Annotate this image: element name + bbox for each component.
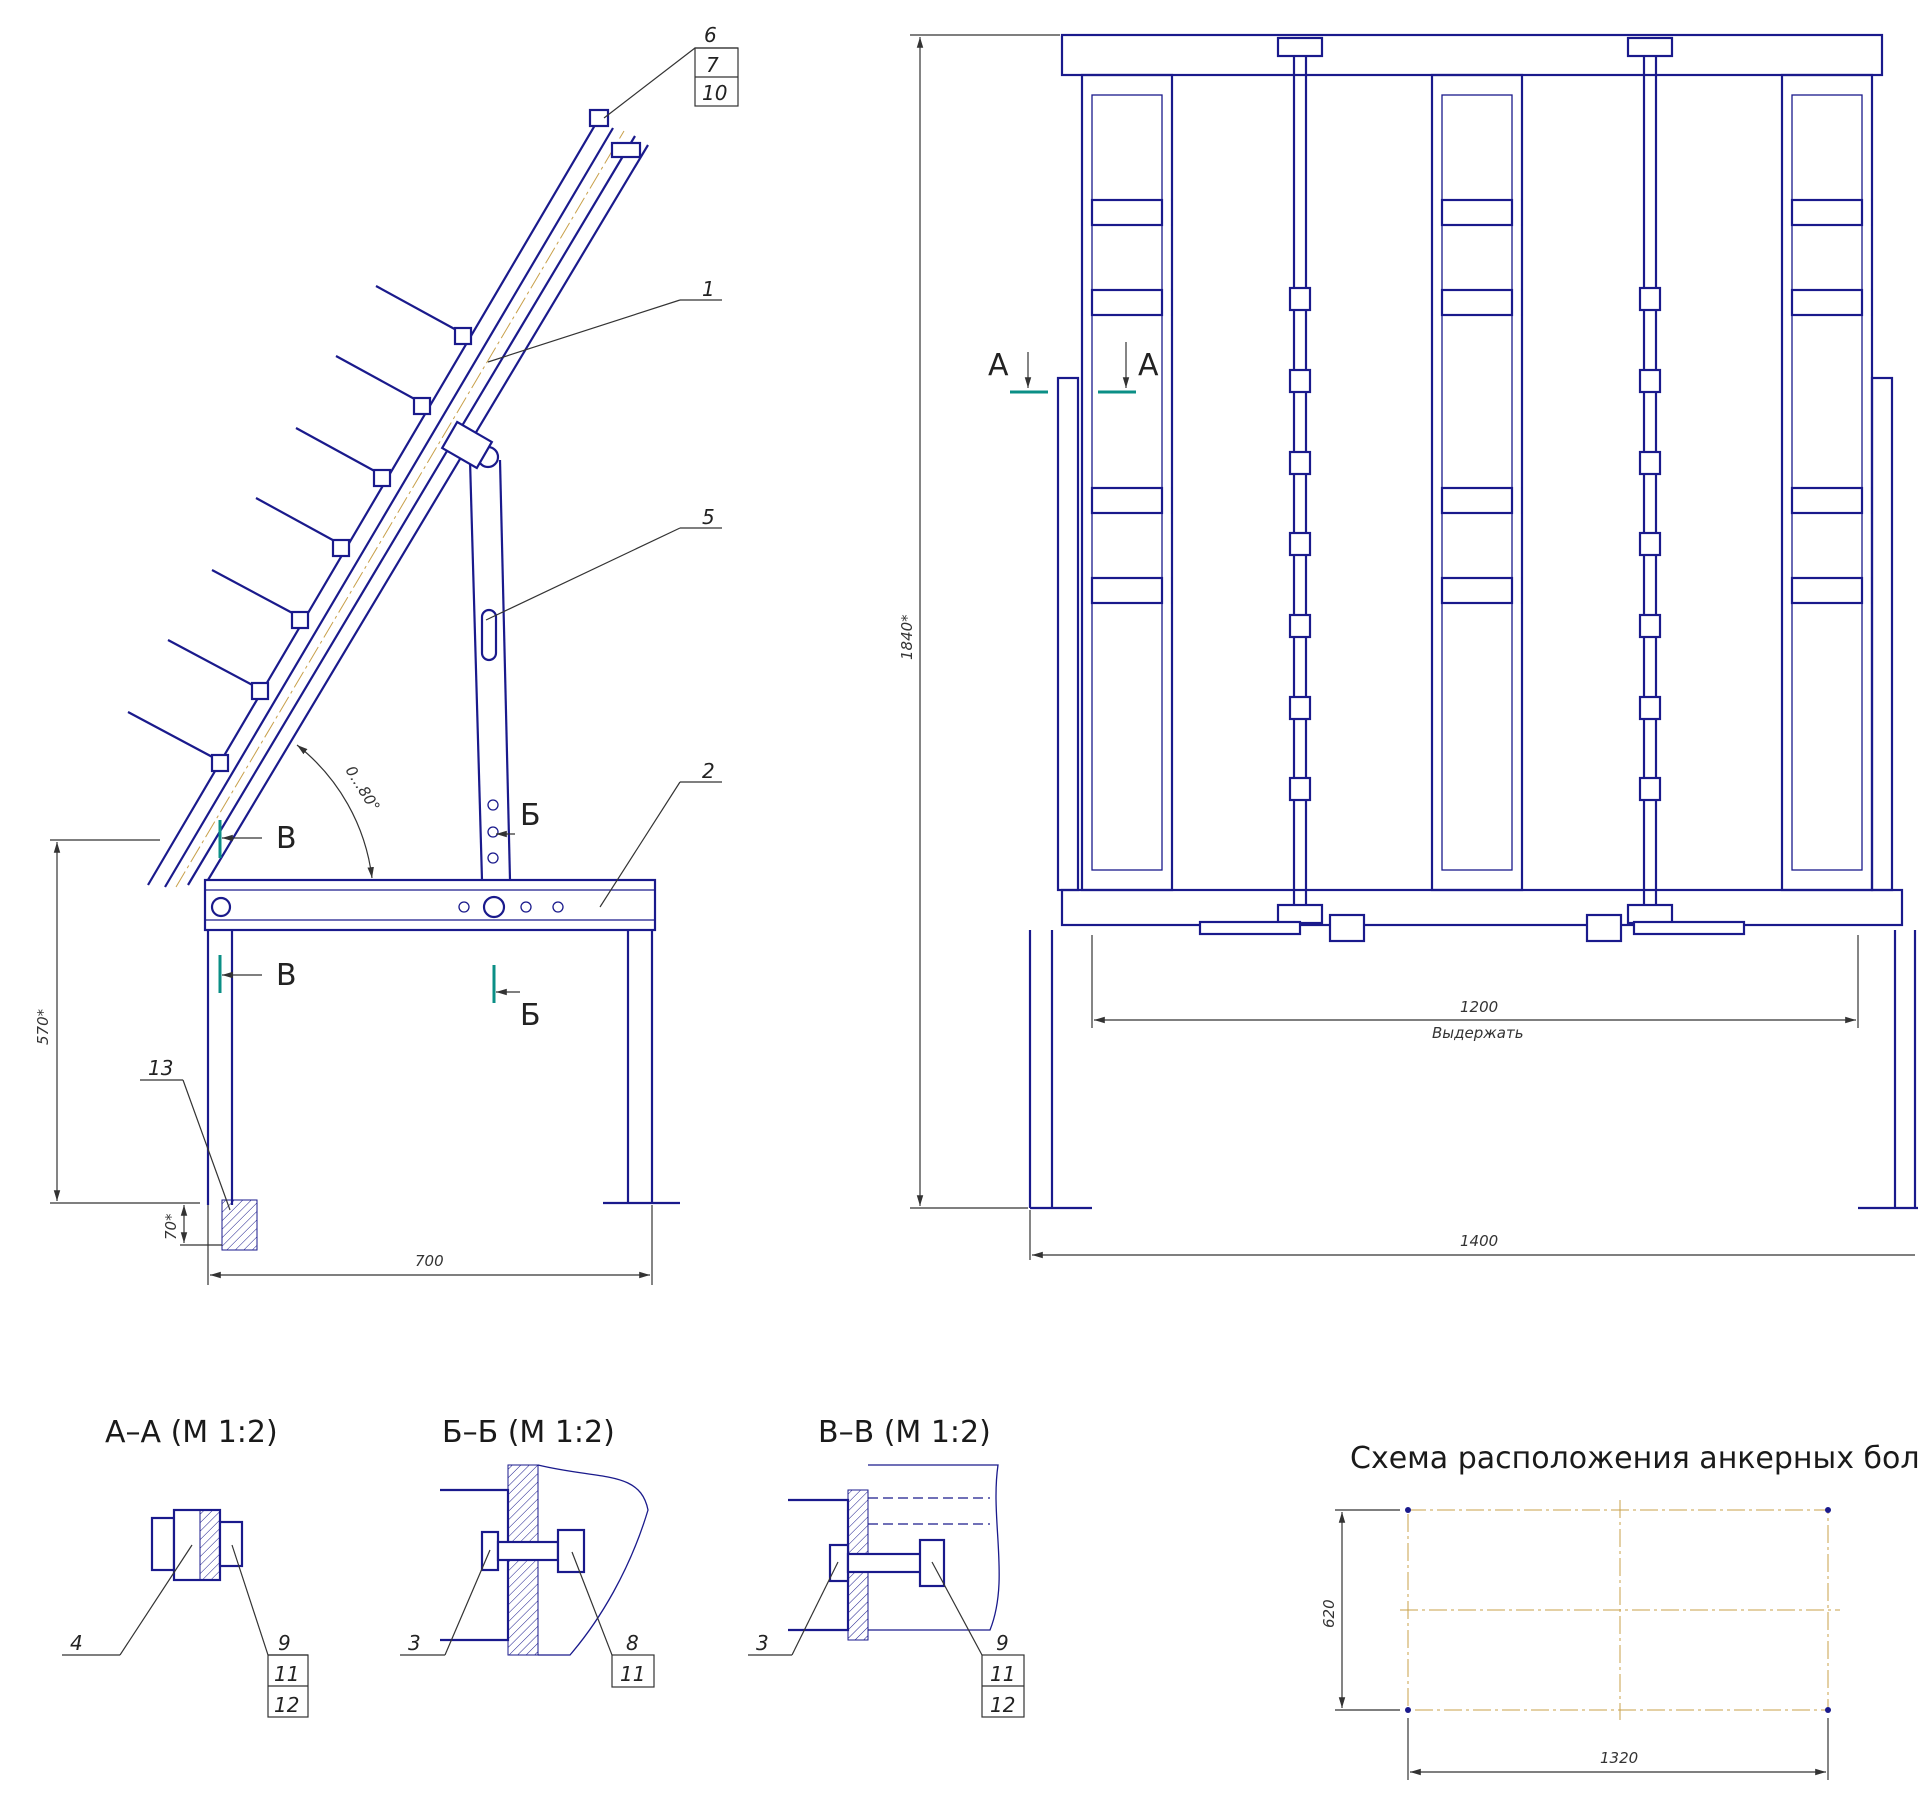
svg-text:Б: Б bbox=[520, 798, 541, 833]
dim-anchor-70: 70* bbox=[162, 1205, 222, 1246]
section-aa: А–А (М 1:2) 4 9 11 12 bbox=[62, 1415, 309, 1718]
bottom-block-right bbox=[1585, 913, 1623, 943]
rod-left bbox=[1276, 36, 1324, 925]
prongs bbox=[127, 285, 473, 773]
svg-text:1400: 1400 bbox=[1460, 1232, 1498, 1250]
base-beam bbox=[203, 878, 657, 932]
svg-text:В: В bbox=[276, 821, 297, 856]
svg-text:1840*: 1840* bbox=[898, 614, 916, 660]
svg-text:Схема расположения анкерных бо: Схема расположения анкерных болтов bbox=[1350, 1441, 1920, 1476]
ladder-column-left bbox=[1080, 73, 1174, 892]
svg-text:5: 5 bbox=[702, 505, 715, 529]
section-mark-b-bottom: Б bbox=[492, 965, 541, 1033]
top-clamp bbox=[588, 108, 610, 128]
svg-text:А–А (М 1:2): А–А (М 1:2) bbox=[105, 1415, 278, 1450]
svg-text:А: А bbox=[988, 348, 1009, 383]
side-post-left bbox=[1056, 376, 1080, 892]
side-post-right bbox=[1870, 376, 1894, 892]
svg-text:0...80°: 0...80° bbox=[342, 763, 384, 815]
bottom-rail bbox=[1060, 888, 1904, 927]
svg-text:В: В bbox=[276, 958, 297, 993]
section-vv: В–В (М 1:2) 3 9 11 12 bbox=[748, 1415, 1025, 1718]
svg-text:11: 11 bbox=[620, 1662, 645, 1686]
svg-text:570*: 570* bbox=[34, 1008, 52, 1045]
side-view: 1 5 2 6 7 10 13 В bbox=[34, 23, 739, 1285]
callout-1: 1 bbox=[487, 277, 722, 363]
anchor-scheme: Схема расположения анкерных болтов 620 1… bbox=[1320, 1441, 1920, 1780]
svg-text:Б: Б bbox=[520, 998, 541, 1033]
dim-width-700: 700 bbox=[207, 1205, 653, 1285]
svg-text:А: А bbox=[1138, 348, 1159, 383]
section-mark-v-top: В bbox=[218, 820, 297, 858]
svg-text:1320: 1320 bbox=[1600, 1749, 1638, 1767]
svg-text:3: 3 bbox=[756, 1631, 769, 1655]
top-bracket bbox=[610, 141, 642, 159]
svg-text:В–В (М 1:2): В–В (М 1:2) bbox=[818, 1415, 991, 1450]
callout-6-7-10: 6 7 10 bbox=[603, 23, 739, 119]
svg-text:11: 11 bbox=[274, 1662, 299, 1686]
front-legs bbox=[1028, 930, 1918, 1210]
callout-13: 13 bbox=[140, 1056, 231, 1211]
bottom-clamp-left bbox=[1198, 920, 1302, 936]
svg-text:7: 7 bbox=[706, 53, 719, 77]
svg-text:13: 13 bbox=[148, 1056, 173, 1080]
front-view: А А 1840* 1200 Выдержать 1400 bbox=[898, 33, 1918, 1260]
section-bb: Б–Б (М 1:2) 3 8 11 bbox=[400, 1415, 655, 1688]
dim-height-1840: 1840* bbox=[898, 34, 1060, 1209]
svg-text:4: 4 bbox=[70, 1631, 83, 1655]
callout-5: 5 bbox=[485, 505, 722, 621]
svg-text:12: 12 bbox=[990, 1693, 1015, 1717]
svg-text:10: 10 bbox=[702, 81, 727, 105]
svg-text:1200: 1200 bbox=[1460, 998, 1498, 1016]
section-mark-b-top: Б bbox=[496, 798, 541, 838]
svg-text:1: 1 bbox=[702, 277, 715, 301]
ladder-column-middle bbox=[1430, 73, 1524, 892]
svg-text:11: 11 bbox=[990, 1662, 1015, 1686]
svg-text:3: 3 bbox=[408, 1631, 421, 1655]
dim-height-570: 570* bbox=[34, 839, 200, 1204]
svg-text:Выдержать: Выдержать bbox=[1432, 1024, 1524, 1042]
top-rail bbox=[1060, 33, 1884, 77]
svg-text:6: 6 bbox=[704, 23, 717, 47]
rod-right bbox=[1626, 36, 1674, 925]
svg-text:2: 2 bbox=[702, 759, 715, 783]
svg-text:Б–Б (М 1:2): Б–Б (М 1:2) bbox=[442, 1415, 615, 1450]
svg-text:12: 12 bbox=[274, 1693, 299, 1717]
svg-text:9: 9 bbox=[996, 1631, 1009, 1655]
dim-inner-1200: 1200 Выдержать bbox=[1091, 935, 1859, 1042]
callout-2: 2 bbox=[599, 759, 722, 908]
section-mark-a: А А bbox=[988, 342, 1159, 394]
ladder-column-right bbox=[1780, 73, 1874, 892]
svg-text:620: 620 bbox=[1320, 1599, 1338, 1628]
bottom-block-left bbox=[1328, 913, 1366, 943]
strut bbox=[440, 420, 512, 881]
angle-dimension: 0...80° bbox=[296, 744, 384, 879]
svg-text:9: 9 bbox=[278, 1631, 291, 1655]
section-mark-v-bottom: В bbox=[218, 955, 297, 993]
bottom-clamp-right bbox=[1632, 920, 1746, 936]
svg-text:700: 700 bbox=[415, 1252, 444, 1270]
svg-text:8: 8 bbox=[626, 1631, 639, 1655]
svg-text:70*: 70* bbox=[162, 1213, 180, 1240]
dim-outer-1400: 1400 bbox=[1029, 1210, 1915, 1260]
